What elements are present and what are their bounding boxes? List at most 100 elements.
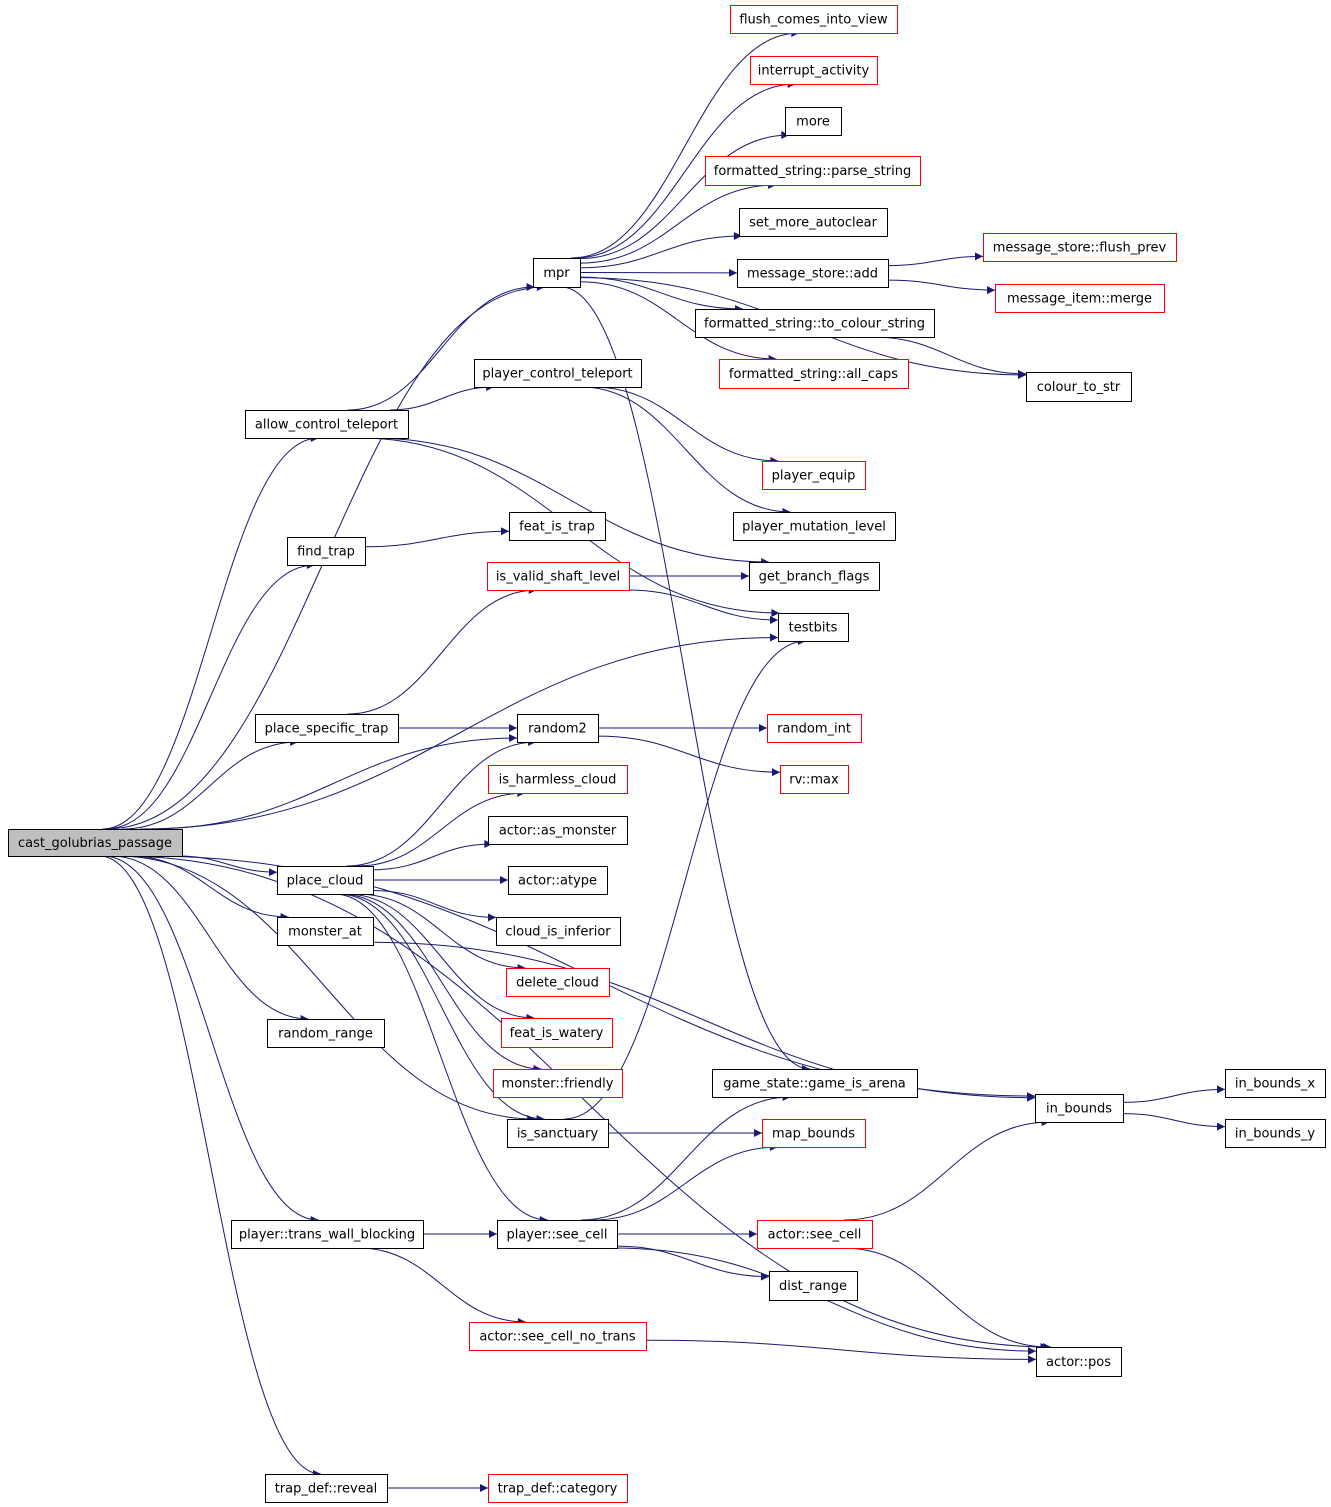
node-label: map_bounds xyxy=(772,1127,855,1142)
node-get-branch-flags[interactable]: get_branch_flags xyxy=(749,562,880,591)
node-label: rv::max xyxy=(789,773,839,788)
node-cloud-is-inferior[interactable]: cloud_is_inferior xyxy=(496,917,621,946)
node-parse-string[interactable]: formatted_string::parse_string xyxy=(705,156,921,186)
node-random2[interactable]: random2 xyxy=(517,714,599,743)
node-box xyxy=(506,968,610,997)
node-label: feat_is_trap xyxy=(519,520,595,535)
node-see-cell-no-trans[interactable]: actor::see_cell_no_trans xyxy=(469,1322,647,1351)
edge-mpr-to-set_more_autoclear xyxy=(579,232,742,269)
node-label: feat_is_watery xyxy=(510,1026,604,1041)
edge-random2-to-rv_max xyxy=(597,735,781,777)
edge-find_trap-to-feat_is_trap xyxy=(364,527,510,548)
node-colour-to-str[interactable]: colour_to_str xyxy=(1026,372,1132,402)
node-label: player::trans_wall_blocking xyxy=(239,1228,415,1243)
edge-ms_add-to-mi_merge xyxy=(887,279,996,295)
node-label: trap_def::category xyxy=(498,1482,618,1497)
node-label: message_store::add xyxy=(747,267,878,282)
node-dist-range[interactable]: dist_range xyxy=(769,1271,858,1301)
node-more[interactable]: more xyxy=(785,107,842,136)
node-mi-merge[interactable]: message_item::merge xyxy=(995,284,1165,313)
node-place-specific-trap[interactable]: place_specific_trap xyxy=(255,714,399,743)
node-box xyxy=(762,1119,866,1148)
node-label: player::see_cell xyxy=(506,1228,607,1243)
edge-cast_golubrias_passage-to-place_cloud xyxy=(177,855,278,877)
node-testbits[interactable]: testbits xyxy=(778,613,849,642)
node-is-valid-shaft-level[interactable]: is_valid_shaft_level xyxy=(487,562,630,591)
node-box xyxy=(719,359,909,389)
node-label: testbits xyxy=(789,621,838,636)
node-trans-wall-blocking[interactable]: player::trans_wall_blocking xyxy=(231,1220,424,1249)
node-player-control-teleport[interactable]: player_control_teleport xyxy=(474,359,642,388)
node-box xyxy=(995,284,1165,313)
node-ms-add[interactable]: message_store::add xyxy=(737,259,889,288)
node-label: in_bounds_x xyxy=(1235,1077,1316,1092)
node-box xyxy=(695,309,935,338)
node-monster-at[interactable]: monster_at xyxy=(277,917,374,946)
node-label: random_int xyxy=(777,722,851,737)
node-find-trap[interactable]: find_trap xyxy=(287,537,366,566)
node-box xyxy=(488,816,628,845)
node-game-is-arena[interactable]: game_state::game_is_arena xyxy=(712,1069,918,1098)
node-trap-category[interactable]: trap_def::category xyxy=(488,1474,628,1503)
node-flush-comes-into-view[interactable]: flush_comes_into_view xyxy=(730,5,898,34)
edge-mpr-to-parse_string xyxy=(579,181,777,264)
node-box xyxy=(487,562,630,591)
node-in-bounds-y[interactable]: in_bounds_y xyxy=(1225,1119,1326,1148)
node-to-colour-string[interactable]: formatted_string::to_colour_string xyxy=(695,309,935,338)
node-atype[interactable]: actor::atype xyxy=(508,866,608,895)
node-random-range[interactable]: random_range xyxy=(267,1019,385,1048)
node-mpr[interactable]: mpr xyxy=(533,258,581,288)
node-feat-is-watery[interactable]: feat_is_watery xyxy=(501,1018,613,1048)
edge-player_see_cell-to-dist_range xyxy=(616,1245,770,1281)
node-interrupt-activity[interactable]: interrupt_activity xyxy=(750,56,878,85)
edge-cast_golubrias_passage-to-trap_reveal xyxy=(99,855,322,1478)
node-player-mutation-level[interactable]: player_mutation_level xyxy=(733,512,896,541)
node-box xyxy=(496,917,621,946)
node-label: set_more_autoclear xyxy=(749,216,878,231)
edge-allow_control_teleport-to-player_control_teleport xyxy=(389,383,495,411)
node-allow-control-teleport[interactable]: allow_control_teleport xyxy=(245,410,409,439)
node-is-harmless-cloud[interactable]: is_harmless_cloud xyxy=(488,765,628,794)
edge-place_cloud-to-delete_cloud xyxy=(356,893,526,972)
node-box xyxy=(517,714,599,743)
node-as-monster[interactable]: actor::as_monster xyxy=(488,816,628,845)
node-flush-prev[interactable]: message_store::flush_prev xyxy=(983,233,1177,262)
node-label: find_trap xyxy=(297,545,355,560)
node-in-bounds[interactable]: in_bounds xyxy=(1035,1094,1124,1123)
node-box xyxy=(757,1220,873,1249)
edge-trans_wall_blocking-to-see_cell_no_trans xyxy=(358,1247,526,1326)
node-is-sanctuary[interactable]: is_sanctuary xyxy=(507,1119,609,1148)
node-rv-max[interactable]: rv::max xyxy=(780,765,849,794)
node-feat-is-trap[interactable]: feat_is_trap xyxy=(509,512,606,541)
node-trap-reveal[interactable]: trap_def::reveal xyxy=(265,1474,388,1503)
node-label: formatted_string::parse_string xyxy=(714,164,911,179)
node-random-int[interactable]: random_int xyxy=(767,714,862,743)
edge-is_valid_shaft_level-to-testbits xyxy=(627,589,779,624)
edge-to_colour_string-to-colour_to_str xyxy=(872,336,1027,378)
node-in-bounds-x[interactable]: in_bounds_x xyxy=(1225,1069,1326,1098)
node-player-see-cell[interactable]: player::see_cell xyxy=(497,1220,618,1249)
node-box xyxy=(267,1019,385,1048)
node-box xyxy=(469,1322,647,1351)
node-box xyxy=(705,156,921,186)
node-label: message_store::flush_prev xyxy=(993,241,1167,256)
node-all-caps[interactable]: formatted_string::all_caps xyxy=(719,359,909,389)
node-box xyxy=(983,233,1177,262)
edge-monster_at-to-in_bounds xyxy=(372,941,1036,1102)
node-actor-pos[interactable]: actor::pos xyxy=(1036,1347,1122,1377)
node-label: get_branch_flags xyxy=(759,570,870,585)
node-monster-friendly[interactable]: monster::friendly xyxy=(493,1069,623,1098)
node-box xyxy=(508,866,608,895)
node-cast-golubrias-passage[interactable]: cast_golubrias_passage xyxy=(8,829,183,857)
node-label: flush_comes_into_view xyxy=(739,13,888,28)
node-delete-cloud[interactable]: delete_cloud xyxy=(506,968,610,997)
node-place-cloud[interactable]: place_cloud xyxy=(277,866,374,895)
node-map-bounds[interactable]: map_bounds xyxy=(762,1119,866,1148)
node-set-more-autoclear[interactable]: set_more_autoclear xyxy=(739,208,888,237)
edge-place_cloud-to-feat_is_watery xyxy=(346,893,535,1022)
node-player-equip[interactable]: player_equip xyxy=(762,461,866,490)
node-actor-see-cell[interactable]: actor::see_cell xyxy=(757,1220,873,1249)
node-label: in_bounds xyxy=(1046,1102,1112,1117)
node-label: colour_to_str xyxy=(1037,380,1121,395)
